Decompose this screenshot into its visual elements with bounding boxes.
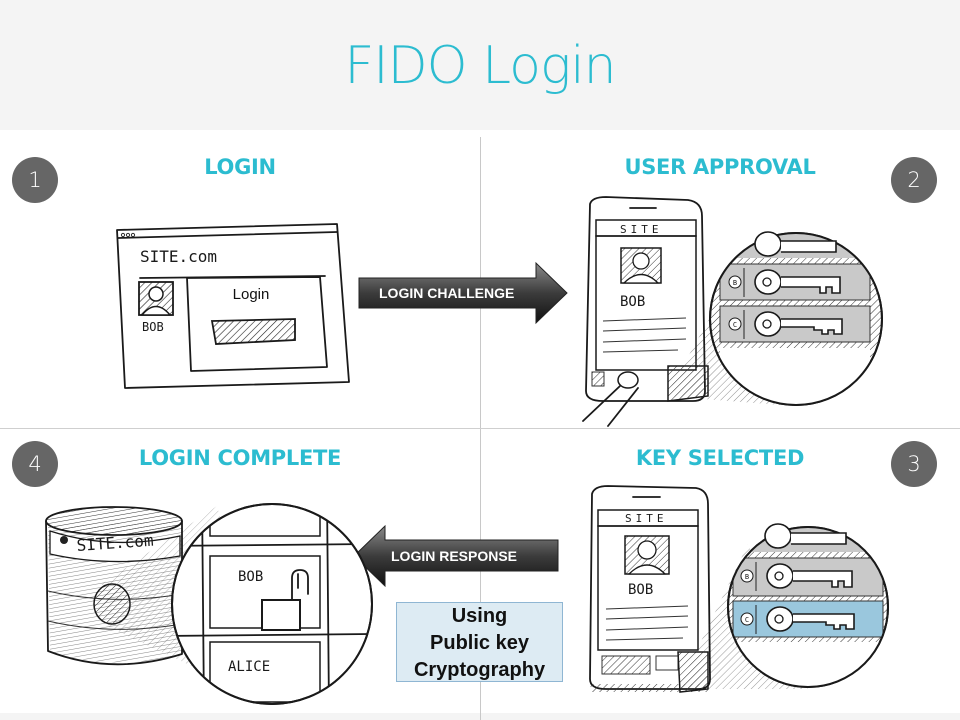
browser-site-label: SITE.com [140, 247, 217, 266]
horizontal-divider [0, 428, 960, 429]
header-band [0, 0, 960, 130]
svg-text:C: C [733, 321, 737, 329]
phone-site-label: SITE [625, 512, 668, 525]
browser-sketch: SITE.com BOB Login [116, 223, 350, 389]
step-title-login: LOGIN [204, 155, 276, 179]
key-icon-b: B [740, 562, 853, 591]
crypto-note-line3: Cryptography [413, 659, 546, 681]
step-title-login-complete: LOGIN COMPLETE [138, 446, 342, 470]
phone-approval-sketch: SITE BOB B C [582, 196, 883, 427]
step-badge-3: 3 [891, 441, 937, 487]
key-icon-b: B [728, 268, 841, 297]
step-badge-2: 2 [891, 157, 937, 203]
phone-site-label: SITE [620, 223, 663, 236]
key-icon-c: C [728, 310, 843, 339]
locker-label-bob: BOB [238, 569, 263, 585]
step-title-key-selected: KEY SELECTED [635, 446, 805, 470]
key-icon-c-selected: C [740, 605, 855, 634]
login-form-title: Login [233, 286, 270, 303]
svg-text:C: C [745, 616, 749, 624]
fingertip [617, 371, 639, 389]
crypto-note: Using Public key Cryptography [396, 602, 563, 682]
crypto-note-line1: Using [451, 605, 508, 627]
svg-text:B: B [745, 573, 749, 581]
browser-user-label: BOB [142, 320, 164, 334]
login-response-label: LOGIN RESPONSE [391, 548, 518, 564]
step-badge-1: 1 [12, 157, 58, 203]
page-title: FIDO Login [344, 36, 616, 96]
login-response-arrow [353, 524, 559, 588]
phone-user-label: BOB [628, 582, 653, 598]
locker-label-alice: ALICE [228, 659, 270, 675]
server-locker-sketch: SITE.com BOB ALICE [45, 503, 373, 705]
login-challenge-arrow [358, 261, 568, 325]
step-title-user-approval: USER APPROVAL [624, 155, 816, 179]
phone-user-label: BOB [620, 294, 645, 310]
login-form-box [186, 276, 328, 372]
key-icon-a [754, 231, 837, 257]
browser-window-frame [116, 223, 350, 389]
svg-text:B: B [733, 279, 737, 287]
open-padlock-icon [261, 569, 309, 631]
key-icon-a [764, 523, 847, 549]
step-badge-4: 4 [12, 441, 58, 487]
login-challenge-label: LOGIN CHALLENGE [379, 285, 515, 301]
phone-key-selected-sketch: SITE BOB B C [589, 485, 889, 693]
crypto-note-line2: Public key [430, 632, 529, 654]
login-button-sketch [210, 318, 296, 345]
